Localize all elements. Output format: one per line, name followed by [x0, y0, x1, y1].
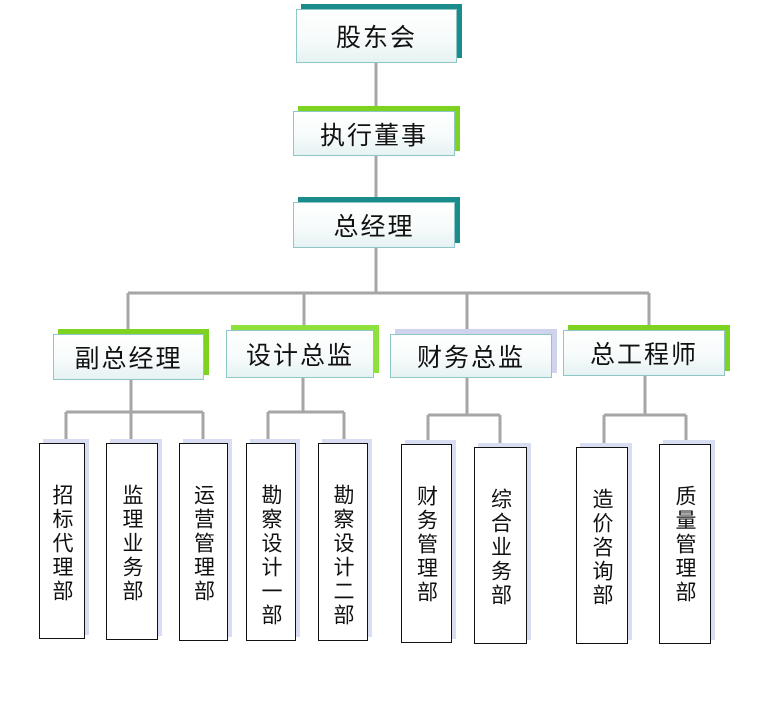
department-label: 造价咨询部: [590, 488, 614, 608]
division-box-deputy-gm: 副总经理: [53, 334, 204, 380]
general-manager-label: 总经理: [333, 212, 415, 241]
department-label: 综合业务部: [488, 488, 513, 608]
department-box: 造价咨询部: [576, 447, 628, 644]
department-box: 招标代理部: [39, 443, 85, 639]
department-box: 勘察设计二部: [318, 443, 368, 641]
department-box: 勘察设计一部: [246, 443, 296, 641]
division-label: 总工程师: [589, 340, 698, 369]
department-label: 勘察设计二部: [331, 484, 355, 628]
division-label: 财务总监: [416, 343, 525, 372]
department-box: 质量管理部: [659, 444, 711, 644]
department-label: 勘察设计一部: [259, 484, 283, 628]
division-box-finance-director: 财务总监: [390, 334, 552, 378]
division-label: 副总经理: [74, 344, 183, 373]
department-label: 财务管理部: [414, 485, 439, 605]
department-box: 综合业务部: [474, 447, 527, 644]
executive-director-label: 执行董事: [319, 120, 428, 150]
division-box-design-director: 设计总监: [226, 330, 374, 378]
department-label: 招标代理部: [50, 484, 74, 604]
division-box-chief-engineer: 总工程师: [563, 330, 725, 376]
general-manager-box: 总经理: [293, 202, 455, 248]
executive-director-box: 执行董事: [293, 111, 455, 156]
department-label: 监理业务部: [120, 484, 144, 604]
department-label: 运营管理部: [191, 484, 216, 604]
department-box: 运营管理部: [179, 443, 228, 641]
division-label: 设计总监: [245, 341, 354, 370]
shareholders-label: 股东会: [335, 23, 417, 52]
department-box: 监理业务部: [106, 443, 158, 640]
department-box: 财务管理部: [401, 444, 452, 643]
shareholders-box: 股东会: [296, 9, 457, 63]
department-label: 质量管理部: [673, 485, 697, 605]
